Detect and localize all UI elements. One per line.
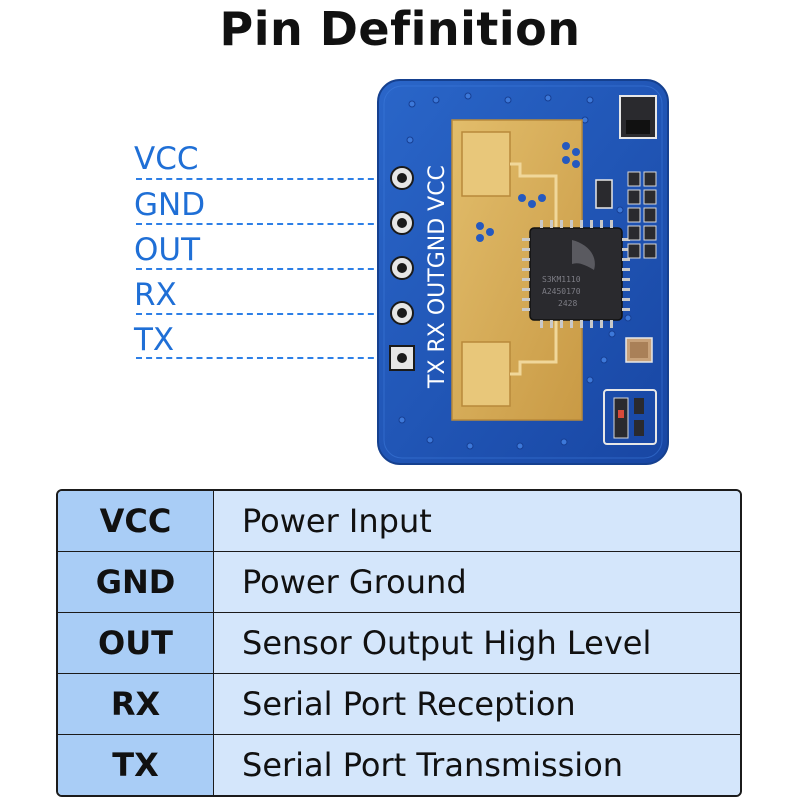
table-pin-cell: TX	[58, 735, 214, 795]
pin-label-out: OUT	[134, 232, 201, 268]
table-row: RX Serial Port Reception	[58, 674, 740, 735]
table-pin-cell: OUT	[58, 613, 214, 673]
header-pins	[389, 166, 415, 371]
table-description-cell: Serial Port Reception	[214, 674, 740, 734]
table-row: OUT Sensor Output High Level	[58, 613, 740, 674]
smd-components	[595, 95, 657, 445]
pin-label-rx: RX	[134, 277, 177, 313]
leader-line-gnd	[136, 223, 394, 225]
table-pin-cell: VCC	[58, 491, 214, 551]
pin-label-tx: TX	[134, 322, 175, 358]
table-description-cell: Sensor Output High Level	[214, 613, 740, 673]
table-description-cell: Serial Port Transmission	[214, 735, 740, 795]
table-row: GND Power Ground	[58, 552, 740, 613]
chip-marking-1: S3KM1110	[542, 275, 581, 284]
pin-label-gnd: GND	[134, 187, 206, 223]
page-title: Pin Definition	[219, 2, 581, 56]
table-row: VCC Power Input	[58, 491, 740, 552]
chip-marking-2: A2450170	[542, 287, 581, 296]
radar-chip	[529, 227, 623, 321]
pcb-vias	[398, 92, 632, 450]
table-pin-cell: GND	[58, 552, 214, 612]
pin-label-vcc: VCC	[134, 141, 199, 177]
leader-line-out	[136, 268, 394, 270]
leader-line-rx	[136, 313, 394, 315]
leader-line-tx	[136, 357, 394, 359]
table-description-cell: Power Ground	[214, 552, 740, 612]
table-description-cell: Power Input	[214, 491, 740, 551]
table-pin-cell: RX	[58, 674, 214, 734]
table-row: TX Serial Port Transmission	[58, 735, 740, 795]
radar-module-board: S3KM1110 A2450170 2428 TX	[377, 79, 669, 465]
pin-definition-table: VCC Power Input GND Power Ground OUT Sen…	[56, 489, 742, 797]
chip-marking-3: 2428	[558, 299, 577, 308]
leader-line-vcc	[136, 178, 394, 180]
silkscreen-pin-text: TX RX OUTGND VCC	[425, 165, 450, 389]
